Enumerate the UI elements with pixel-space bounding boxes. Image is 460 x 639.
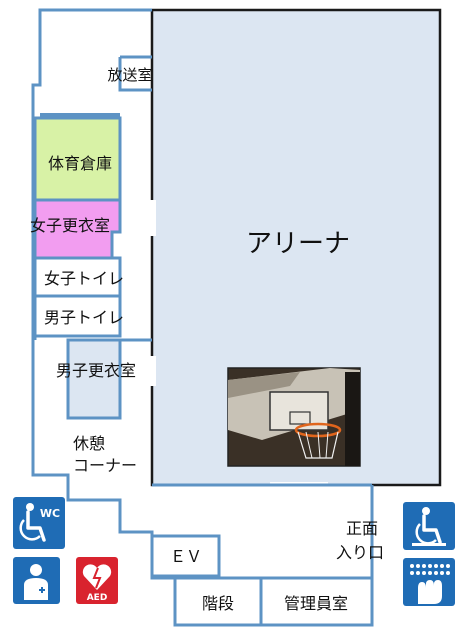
admin-office-room (259, 576, 374, 627)
label-stairs: 階段 (202, 594, 234, 613)
label-women-changing: 女子更衣室 (30, 216, 110, 235)
braille-tactile-icon (403, 558, 455, 606)
label-equipment-storage: 体育倉庫 (48, 154, 112, 173)
women-toilet-room (33, 256, 122, 298)
label-men-changing: 男子更衣室 (56, 361, 136, 380)
nursing-room-icon (13, 557, 60, 604)
basketball-hoop-photo (227, 367, 361, 467)
aed-text: AED (87, 593, 108, 603)
label-broadcast-room: 放送室 (107, 66, 152, 84)
label-arena: アリーナ (246, 229, 350, 259)
label-entrance-line2: 入り口 (336, 543, 384, 562)
accessible-toilet-icon: WC (13, 497, 65, 549)
label-admin-office: 管理員室 (284, 594, 348, 613)
label-elevator: ＥＶ (170, 547, 202, 566)
men-changing-room (66, 338, 122, 420)
label-women-toilet: 女子トイレ (44, 269, 124, 288)
label-lounge-line2: コーナー (73, 456, 137, 475)
label-men-toilet: 男子トイレ (44, 308, 124, 327)
wc-text: WC (40, 507, 60, 520)
men-toilet-room (33, 294, 122, 338)
label-entrance-line1: 正面 (346, 519, 378, 538)
wheelchair-access-icon (403, 502, 455, 550)
label-lounge-line1: 休憩 (73, 434, 105, 453)
aed-icon: AED (76, 557, 118, 604)
elevator-room (150, 534, 221, 578)
